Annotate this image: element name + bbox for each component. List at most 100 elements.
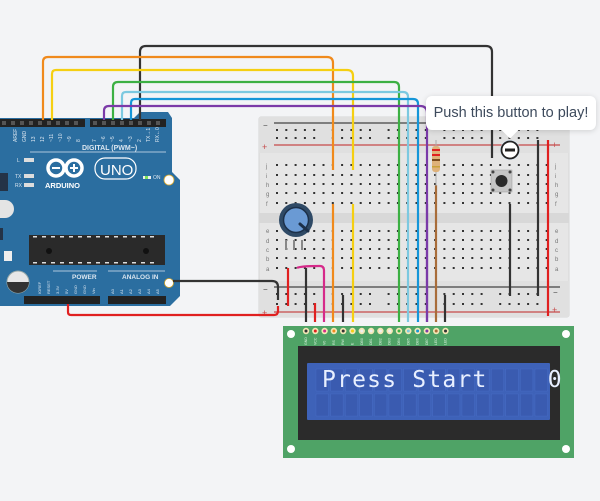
breadboard-hole[interactable] <box>452 267 455 269</box>
breadboard-hole[interactable] <box>359 257 362 259</box>
breadboard-hole[interactable] <box>313 164 316 166</box>
breadboard-hole[interactable] <box>303 183 306 185</box>
breadboard-hole[interactable] <box>443 230 446 232</box>
breadboard-hole[interactable] <box>527 267 530 269</box>
breadboard-hole[interactable] <box>424 174 427 176</box>
breadboard-hole[interactable] <box>499 267 502 269</box>
breadboard-hole[interactable] <box>452 239 455 241</box>
breadboard-hole[interactable] <box>341 239 344 241</box>
wire-orange[interactable] <box>41 55 335 322</box>
breadboard-hole[interactable] <box>276 164 278 166</box>
breadboard-hole[interactable] <box>527 164 530 166</box>
breadboard-hole[interactable] <box>462 248 464 250</box>
breadboard-hole[interactable] <box>517 239 520 241</box>
breadboard-hole[interactable] <box>276 267 278 269</box>
rail-hole[interactable] <box>424 129 427 131</box>
rail-hole[interactable] <box>424 137 427 139</box>
breadboard-hole[interactable] <box>517 164 520 166</box>
rail-hole[interactable] <box>462 137 464 139</box>
breadboard-hole[interactable] <box>313 192 316 194</box>
breadboard-hole[interactable] <box>341 257 344 259</box>
breadboard-hole[interactable] <box>303 202 306 204</box>
breadboard-hole[interactable] <box>276 230 278 232</box>
breadboard-hole[interactable] <box>378 267 381 269</box>
breadboard-hole[interactable] <box>499 239 502 241</box>
breadboard-hole[interactable] <box>303 257 306 259</box>
breadboard-hole[interactable] <box>545 174 548 176</box>
breadboard-hole[interactable] <box>359 248 362 250</box>
rail-hole[interactable] <box>517 293 520 295</box>
breadboard-hole[interactable] <box>434 183 437 185</box>
breadboard-hole[interactable] <box>415 164 418 166</box>
breadboard-hole[interactable] <box>424 257 427 259</box>
breadboard-hole[interactable] <box>387 267 390 269</box>
breadboard-hole[interactable] <box>341 174 344 176</box>
breadboard-hole[interactable] <box>322 248 325 250</box>
rail-hole[interactable] <box>294 129 297 131</box>
wire-green[interactable] <box>111 80 401 322</box>
rail-hole[interactable] <box>527 137 530 139</box>
breadboard-hole[interactable] <box>471 267 474 269</box>
breadboard-hole[interactable] <box>341 267 344 269</box>
breadboard-hole[interactable] <box>387 230 390 232</box>
breadboard-hole[interactable] <box>462 239 464 241</box>
breadboard-hole[interactable] <box>331 174 334 176</box>
breadboard-hole[interactable] <box>517 230 520 232</box>
rail-hole[interactable] <box>313 293 316 295</box>
breadboard-hole[interactable] <box>378 192 381 194</box>
breadboard-hole[interactable] <box>480 202 483 204</box>
rail-hole[interactable] <box>424 293 427 295</box>
breadboard-hole[interactable] <box>276 202 278 204</box>
breadboard-hole[interactable] <box>443 239 446 241</box>
rail-hole[interactable] <box>415 303 418 305</box>
breadboard-hole[interactable] <box>508 202 511 204</box>
breadboard-hole[interactable] <box>480 174 483 176</box>
rail-hole[interactable] <box>536 137 539 139</box>
breadboard-hole[interactable] <box>527 174 530 176</box>
breadboard-hole[interactable] <box>313 183 316 185</box>
breadboard-hole[interactable] <box>359 174 362 176</box>
breadboard-hole[interactable] <box>359 267 362 269</box>
breadboard-hole[interactable] <box>415 248 418 250</box>
breadboard-hole[interactable] <box>276 248 278 250</box>
breadboard-hole[interactable] <box>517 174 520 176</box>
breadboard-hole[interactable] <box>424 239 427 241</box>
breadboard-hole[interactable] <box>313 257 316 259</box>
rail-hole[interactable] <box>480 303 483 305</box>
breadboard-hole[interactable] <box>545 267 548 269</box>
breadboard-hole[interactable] <box>471 164 474 166</box>
pushbutton[interactable] <box>490 169 513 193</box>
breadboard-hole[interactable] <box>369 202 371 204</box>
breadboard-hole[interactable] <box>471 230 474 232</box>
rail-hole[interactable] <box>359 303 362 305</box>
breadboard-hole[interactable] <box>350 202 353 204</box>
rail-hole[interactable] <box>387 129 390 131</box>
breadboard-hole[interactable] <box>517 183 520 185</box>
rail-hole[interactable] <box>415 129 418 131</box>
breadboard-hole[interactable] <box>387 174 390 176</box>
breadboard-hole[interactable] <box>378 239 381 241</box>
breadboard-hole[interactable] <box>424 192 427 194</box>
breadboard-hole[interactable] <box>443 164 446 166</box>
rail-hole[interactable] <box>294 303 297 305</box>
breadboard-hole[interactable] <box>285 183 288 185</box>
rail-hole[interactable] <box>285 129 288 131</box>
breadboard-hole[interactable] <box>452 257 455 259</box>
breadboard-hole[interactable] <box>387 257 390 259</box>
rail-hole[interactable] <box>424 303 427 305</box>
breadboard-hole[interactable] <box>471 192 474 194</box>
breadboard-hole[interactable] <box>378 230 381 232</box>
breadboard-hole[interactable] <box>480 257 483 259</box>
breadboard-hole[interactable] <box>415 183 418 185</box>
breadboard-hole[interactable] <box>517 267 520 269</box>
rail-hole[interactable] <box>471 137 474 139</box>
breadboard-hole[interactable] <box>350 192 353 194</box>
breadboard-hole[interactable] <box>294 192 297 194</box>
breadboard-hole[interactable] <box>350 174 353 176</box>
breadboard-hole[interactable] <box>350 267 353 269</box>
rail-hole[interactable] <box>387 303 390 305</box>
breadboard-hole[interactable] <box>424 267 427 269</box>
breadboard-hole[interactable] <box>313 239 316 241</box>
breadboard-hole[interactable] <box>489 239 492 241</box>
breadboard-hole[interactable] <box>331 183 334 185</box>
